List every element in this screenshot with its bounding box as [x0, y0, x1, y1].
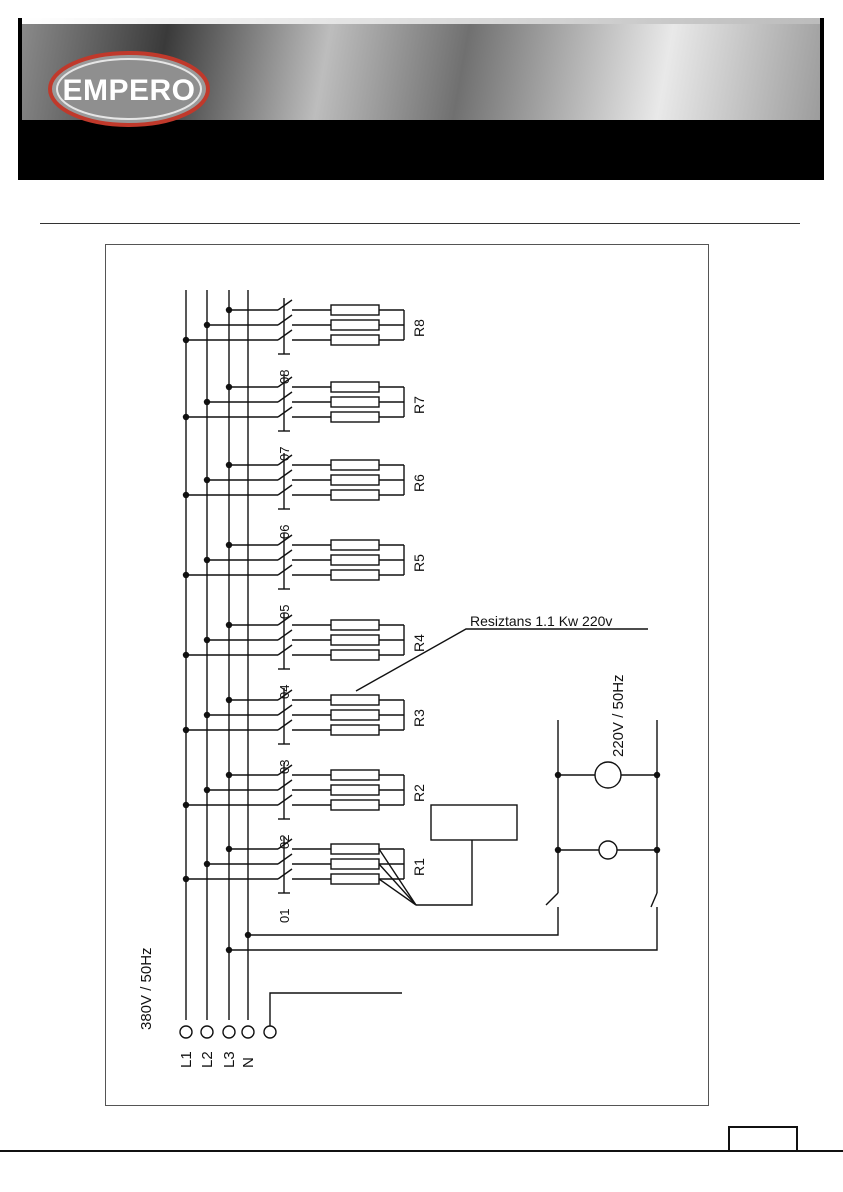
resistor [331, 305, 379, 315]
junction-dot [654, 772, 660, 778]
resistor [331, 695, 379, 705]
pilot-lamp-1 [595, 762, 621, 788]
page-number-tab [728, 1126, 798, 1150]
switch-label: 02 [277, 835, 292, 849]
resistor-label: R2 [411, 784, 427, 802]
resistor [331, 540, 379, 550]
resistor [331, 635, 379, 645]
resistor [331, 710, 379, 720]
switch-label: 07 [277, 447, 292, 461]
header-separator [40, 223, 800, 224]
switch-contact [278, 565, 292, 575]
junction-dot [226, 947, 232, 953]
switch-contact [278, 392, 292, 402]
pilot-lamp-2 [599, 841, 617, 859]
switch-contact [278, 485, 292, 495]
switch-contact [278, 705, 292, 715]
resistor [331, 335, 379, 345]
switch-contact [278, 470, 292, 480]
resistor [331, 800, 379, 810]
resistor-label: R4 [411, 634, 427, 652]
switch-contact [278, 630, 292, 640]
resistor [331, 770, 379, 780]
terminal-4 [242, 1026, 254, 1038]
wiring-diagram: 380V / 50Hz Resiztans 1.1 Kw 220v 220V /… [105, 244, 709, 1106]
resistor [331, 382, 379, 392]
switch-contact [278, 795, 292, 805]
switch-contact [278, 854, 292, 864]
switch-contact [278, 869, 292, 879]
switch-label: 06 [277, 525, 292, 539]
supply-voltage-label: 380V / 50Hz [138, 947, 155, 1030]
terminal-label: L2 [199, 1051, 216, 1068]
switch-contact [278, 720, 292, 730]
switch-label: 05 [277, 605, 292, 619]
switch-contact [278, 645, 292, 655]
switch-contact [278, 407, 292, 417]
junction-dot [654, 847, 660, 853]
switch-label: 01 [277, 909, 292, 923]
resistor [331, 397, 379, 407]
switch-contact [278, 780, 292, 790]
resistor-note: Resiztans 1.1 Kw 220v [470, 613, 612, 629]
footer-line [0, 1150, 843, 1152]
resistor-label: R8 [411, 319, 427, 337]
junction-dot [555, 772, 561, 778]
lamp-return-wire [229, 907, 657, 950]
resistor [331, 725, 379, 735]
logo-text: EMPERO [62, 74, 195, 107]
header-banner: EMPERO [18, 18, 824, 180]
earth-wire [270, 993, 402, 1026]
resistor-label: R6 [411, 474, 427, 492]
terminal-1 [180, 1026, 192, 1038]
resistor [331, 475, 379, 485]
terminal-label: L3 [221, 1051, 238, 1068]
banner-stripe [22, 18, 820, 24]
resistor [331, 490, 379, 500]
terminal-label: N [240, 1057, 257, 1068]
controller-box [431, 805, 517, 840]
switch-contact [278, 550, 292, 560]
resistor [331, 620, 379, 630]
resistor [331, 859, 379, 869]
sensor-wire [379, 849, 416, 905]
switch-label: 03 [277, 760, 292, 774]
sensor-wire [379, 879, 416, 905]
resistor [331, 844, 379, 854]
terminal-2 [201, 1026, 213, 1038]
terminal-5 [264, 1026, 276, 1038]
lamp-switch-left [546, 893, 558, 905]
empero-logo: EMPERO [48, 50, 210, 128]
wiring-diagram-svg: 380V / 50Hz Resiztans 1.1 Kw 220v 220V /… [106, 245, 708, 1105]
terminal-3 [223, 1026, 235, 1038]
resistor-label: R5 [411, 554, 427, 572]
resistor [331, 412, 379, 422]
switch-label: 08 [277, 370, 292, 384]
switch-label: 04 [277, 685, 292, 699]
lamp-switch-right [651, 893, 657, 907]
resistor [331, 650, 379, 660]
resistor [331, 874, 379, 884]
resistor [331, 555, 379, 565]
lamp-supply-label: 220V / 50Hz [610, 674, 627, 757]
junction-dot [555, 847, 561, 853]
switch-contact [278, 300, 292, 310]
note-leader [356, 629, 648, 691]
junction-dot [245, 932, 251, 938]
switch-contact [278, 315, 292, 325]
lamp-return-wire [248, 907, 558, 935]
resistor-label: R1 [411, 858, 427, 876]
resistor-label: R7 [411, 396, 427, 414]
resistor [331, 460, 379, 470]
switch-contact [278, 330, 292, 340]
resistor-label: R3 [411, 709, 427, 727]
terminal-label: L1 [178, 1051, 195, 1068]
resistor [331, 570, 379, 580]
resistor [331, 320, 379, 330]
resistor [331, 785, 379, 795]
